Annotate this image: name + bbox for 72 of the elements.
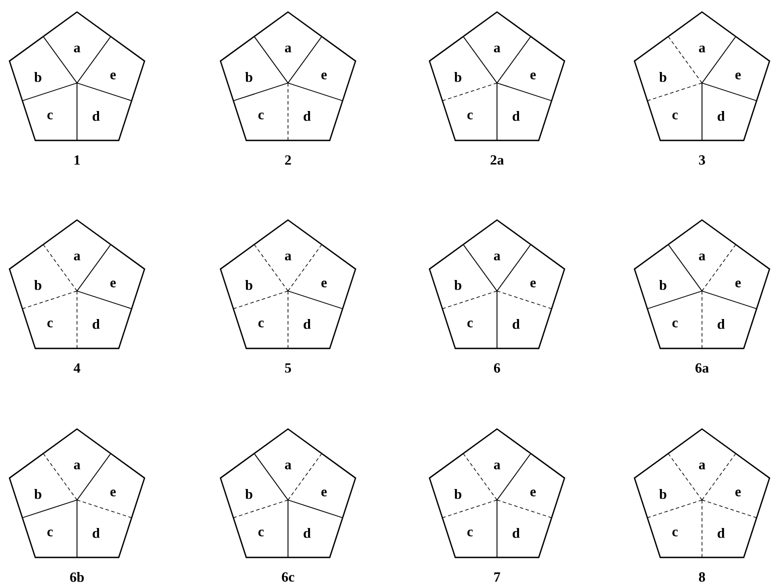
region-letter: c (672, 112, 678, 120)
figure-number: 6a (695, 363, 709, 373)
region-letter: e (530, 490, 536, 496)
region-letter: c (47, 320, 53, 328)
region-letter: e (735, 72, 741, 80)
region-letter: a (494, 462, 500, 470)
figure-number: 1 (74, 155, 80, 165)
region-letter: b (454, 280, 462, 290)
region-letter: a (284, 462, 292, 470)
region-letter: a (284, 46, 292, 52)
region-letter: a (494, 46, 500, 52)
region-letter: c (47, 530, 53, 536)
region-letter: d (304, 528, 311, 538)
region-letter: b (34, 280, 42, 290)
region-letter: a (698, 462, 706, 470)
region-letter: a (74, 254, 80, 260)
figure-number: 2a (490, 155, 504, 165)
region-letter: b (245, 489, 252, 499)
region-letter: d (92, 111, 100, 121)
region-letter: c (467, 320, 473, 328)
region-letter: c (467, 530, 473, 536)
figure-number: 6b (70, 572, 84, 582)
region-letter: d (304, 319, 311, 329)
region-letter: d (718, 319, 725, 329)
figure-number: 6 (494, 363, 500, 373)
figure-number: 2 (285, 155, 291, 165)
region-letter: a (494, 254, 500, 260)
region-letter: b (659, 489, 666, 499)
region-letter: a (698, 254, 706, 260)
figure-number: 7 (494, 572, 500, 582)
region-letter: a (74, 462, 80, 470)
region-letter: d (92, 319, 100, 329)
region-letter: d (718, 111, 725, 121)
region-letter: d (304, 111, 311, 121)
region-letter: d (92, 528, 100, 538)
region-letter: e (110, 490, 116, 496)
region-letter: d (512, 111, 520, 121)
region-letter: c (258, 320, 264, 328)
region-letter: b (659, 72, 666, 82)
region-letter: e (735, 280, 741, 288)
region-letter: e (321, 72, 327, 80)
region-letter: b (454, 72, 462, 82)
region-letter: c (258, 530, 264, 536)
figure-number: 6c (282, 572, 294, 582)
region-letter: e (530, 280, 536, 288)
region-letter: d (718, 528, 725, 538)
region-letter: b (34, 72, 42, 82)
region-letter: d (512, 528, 520, 538)
region-letter: b (454, 489, 462, 499)
region-letter: e (321, 280, 327, 288)
region-letter: e (530, 72, 536, 80)
region-letter: e (110, 280, 116, 288)
region-letter: e (321, 490, 327, 496)
region-letter: c (47, 112, 53, 120)
region-letter: e (735, 490, 741, 496)
region-letter: b (34, 489, 42, 499)
region-letter: c (672, 530, 678, 536)
region-letter: b (245, 72, 252, 82)
figure-number: 8 (698, 572, 706, 582)
figure-number: 5 (285, 363, 291, 373)
region-letter: c (672, 320, 678, 328)
region-letter: e (110, 72, 116, 80)
region-letter: c (258, 112, 264, 120)
region-letter: a (284, 254, 292, 260)
figure-number: 3 (699, 155, 706, 165)
region-letter: c (467, 112, 473, 120)
region-letter: d (512, 319, 520, 329)
figure-number: 4 (74, 363, 80, 373)
region-letter: a (74, 46, 80, 52)
region-letter: a (698, 46, 706, 52)
region-letter: b (245, 280, 252, 290)
region-letter: b (659, 280, 666, 290)
